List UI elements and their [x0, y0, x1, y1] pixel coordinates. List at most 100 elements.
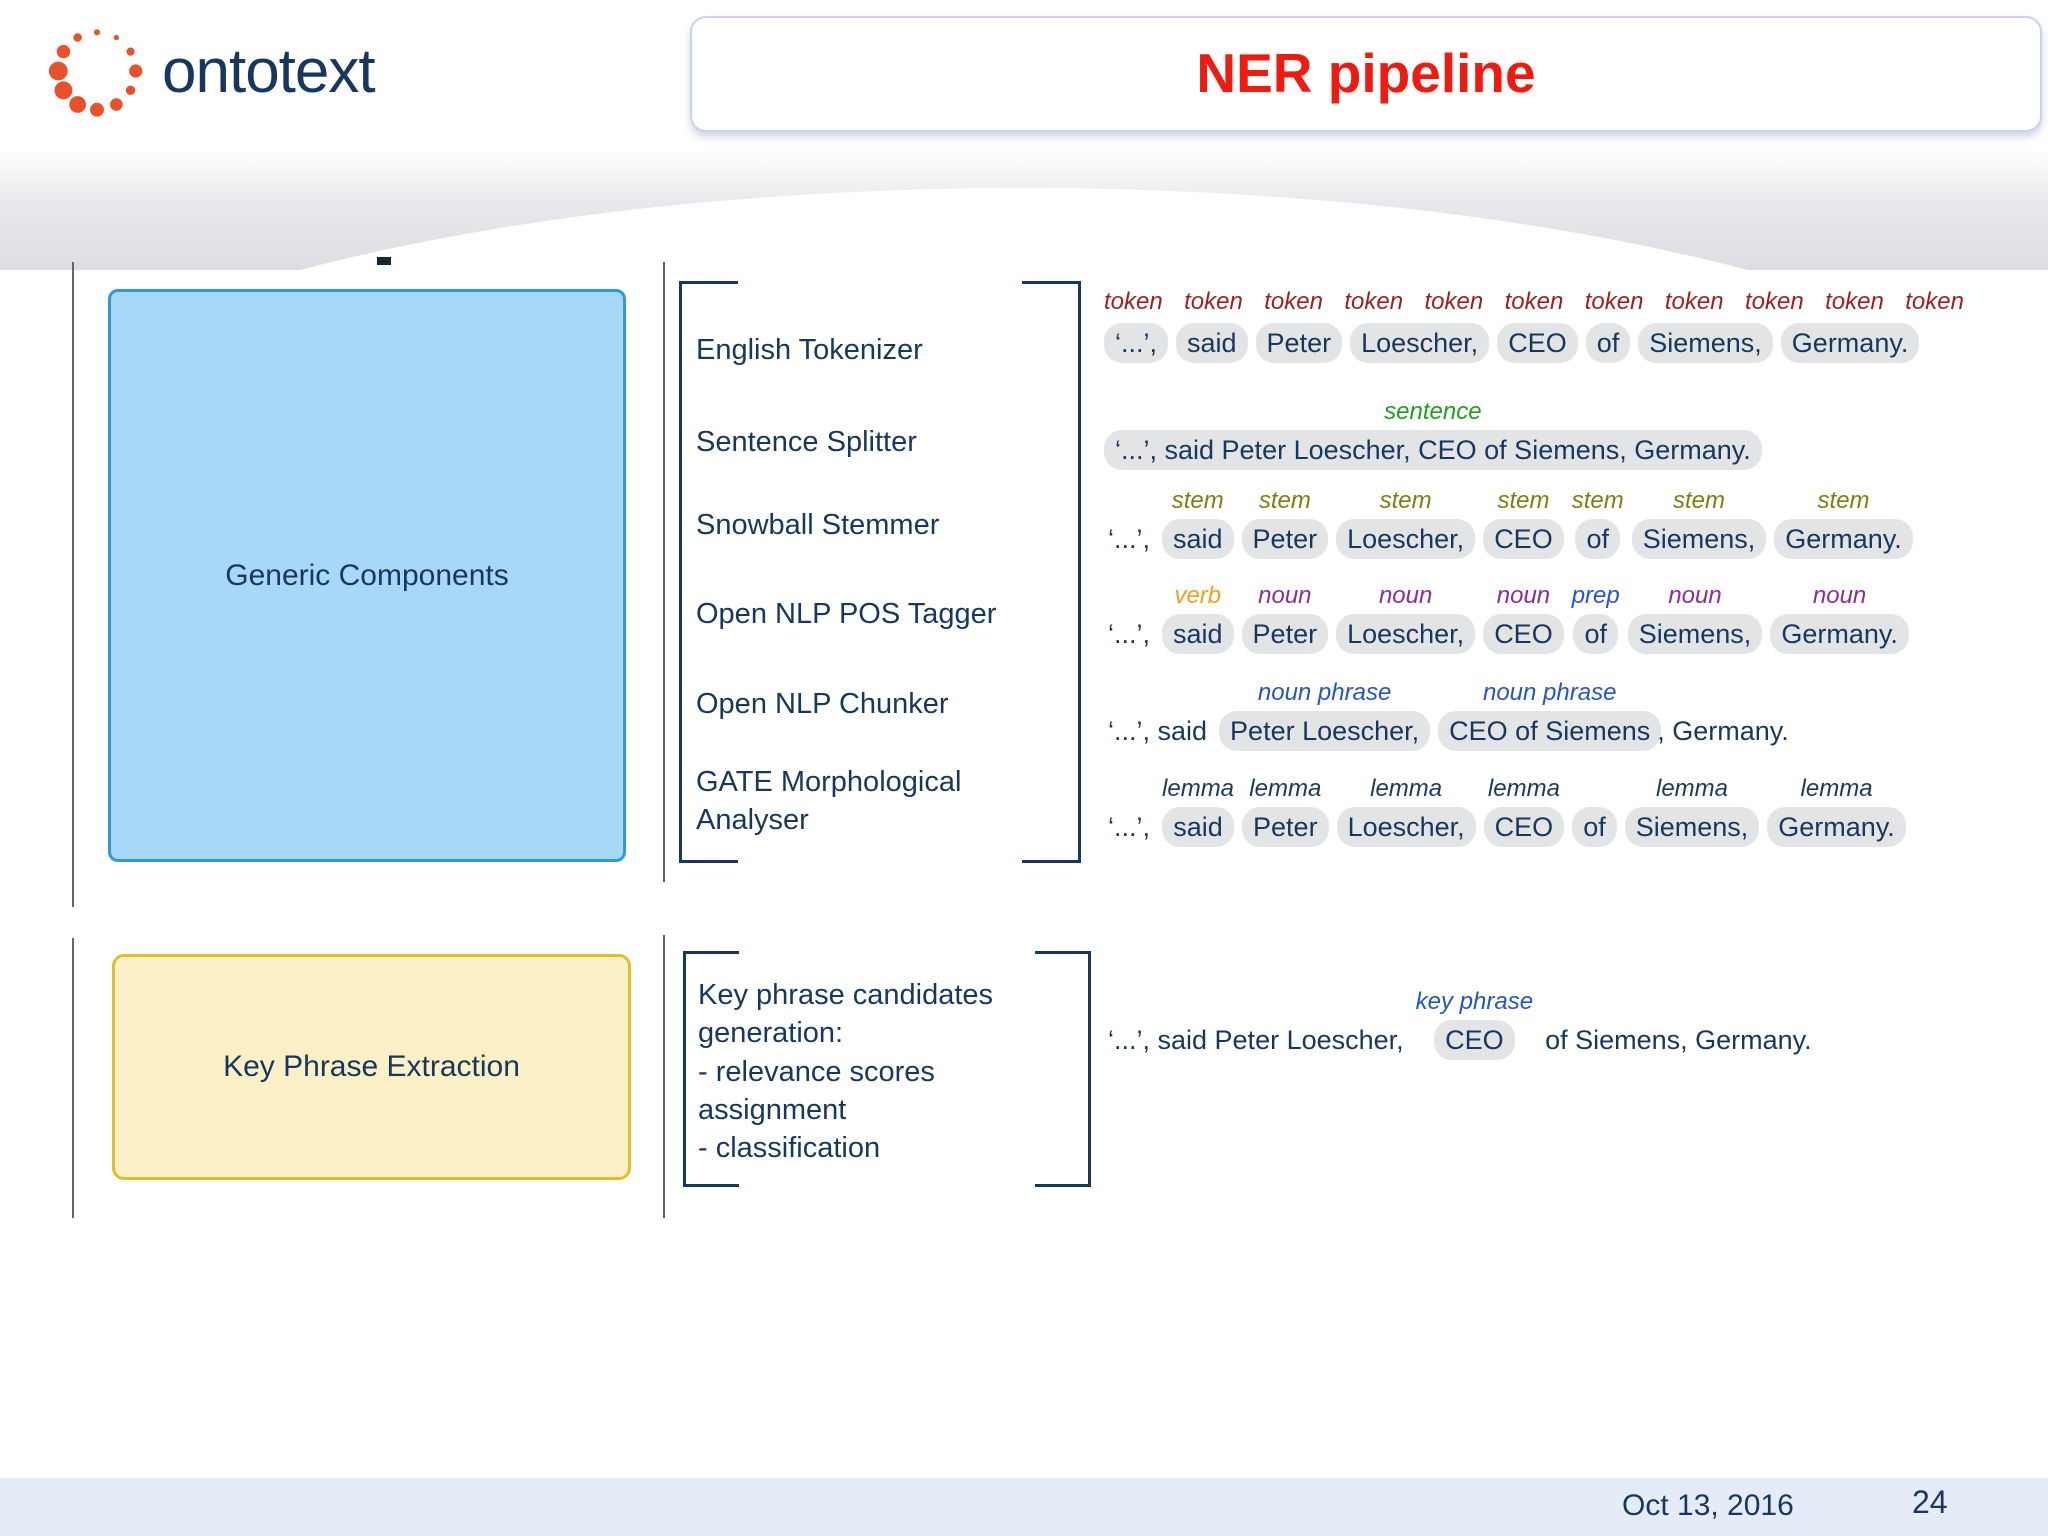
bracket-left	[679, 281, 738, 863]
bracket-right	[1035, 951, 1091, 1187]
footer-bar	[0, 1478, 2048, 1536]
sentence-unit: , Germany.	[1653, 711, 1793, 752]
annotation-label: stem	[1171, 487, 1224, 514]
sentence-word: ‘...’,	[1108, 811, 1151, 842]
sentence-unit: Peter	[1255, 322, 1343, 364]
annotation-label: noun	[1668, 582, 1722, 609]
annotation-label: lemma	[1800, 775, 1873, 802]
title-box: NER pipeline	[690, 16, 2042, 132]
sentence-unit: Germany.	[1780, 322, 1920, 364]
component-item: Sentence Splitter	[696, 426, 917, 458]
component-item: English Tokenizer	[696, 334, 923, 366]
annotation-label: noun	[1496, 582, 1551, 609]
bracket-left	[683, 951, 739, 1187]
annotation-label: token	[1664, 288, 1724, 315]
annotation-label: noun	[1258, 582, 1312, 609]
key-phrase-extraction-box: Key Phrase Extraction	[112, 954, 631, 1180]
sentence-word-highlighted: Peter Loescher,	[1219, 710, 1431, 752]
sentence-word: ‘...’,	[1108, 618, 1151, 649]
sentence-word-highlighted: of	[1572, 806, 1617, 848]
sentence-unit: said	[1176, 322, 1248, 364]
logo-wordmark: ontotext	[162, 36, 376, 106]
key-phrase-description-line: - classification	[698, 1132, 881, 1165]
sentence-unit: ‘...’, said Peter Loescher,	[1104, 1020, 1408, 1061]
annotation-label: stem	[1258, 487, 1311, 514]
sentence-word-highlighted: Peter	[1242, 806, 1329, 848]
sentence-word-highlighted: Germany.	[1774, 518, 1913, 560]
annotation-label: token	[1424, 288, 1484, 315]
annotation-label: key phrase	[1415, 988, 1534, 1015]
page-title: NER pipeline	[1196, 42, 1536, 104]
generic-components-box: Generic Components	[108, 289, 626, 862]
sentence-word-highlighted: Germany.	[1770, 613, 1909, 655]
logo-dots-icon	[48, 29, 143, 117]
sentence-word-highlighted: ‘...’,	[1104, 322, 1169, 364]
sentence-word-highlighted: said	[1162, 613, 1234, 655]
annotation-row-sentence: sentence‘...’, said Peter Loescher, CEO …	[1104, 398, 1762, 471]
annotation-label: lemma	[1370, 775, 1443, 802]
component-item: Snowball Stemmer	[696, 509, 940, 541]
sentence-word-highlighted: CEO	[1483, 613, 1564, 655]
page-number: 24	[1912, 1484, 1948, 1520]
annotation-label: token	[1264, 288, 1323, 315]
sentence-unit: ‘...’,	[1104, 519, 1154, 560]
token-label-row: token token token token token token token token…	[1104, 288, 1964, 317]
annotation-label: noun	[1812, 582, 1867, 609]
separator-line	[72, 262, 74, 907]
sentence-word-highlighted: CEO	[1434, 1019, 1515, 1061]
sentence-word-highlighted: Loescher,	[1336, 613, 1476, 655]
sentence-word: ‘...’, said	[1108, 715, 1208, 746]
sentence-unit: verb said	[1162, 582, 1234, 655]
annotation-label: token	[1825, 288, 1884, 315]
sentence-unit: ‘...’, said	[1104, 711, 1211, 752]
sentence-unit: ‘...’,	[1104, 322, 1169, 364]
sentence-word: , Germany.	[1657, 715, 1789, 746]
annotation-label: token	[1184, 288, 1243, 315]
sentence-word-highlighted: Peter	[1255, 322, 1343, 364]
separator-line	[663, 935, 665, 1218]
annotation-label: stem	[1672, 487, 1725, 514]
sentence-word-highlighted: Germany.	[1767, 806, 1906, 848]
bracket-right	[1022, 281, 1081, 863]
generic-components-label: Generic Components	[225, 558, 509, 592]
annotation-label: lemma	[1655, 775, 1728, 802]
sentence-word: ‘...’, said Peter Loescher,	[1108, 1024, 1404, 1055]
sentence-word-highlighted: Peter	[1241, 613, 1329, 655]
sentence-word: ‘...’,	[1108, 523, 1151, 554]
annotation-label: noun phrase	[1257, 679, 1392, 706]
sentence-word-highlighted: CEO of Siemens	[1438, 710, 1662, 752]
sentence-word-highlighted: Siemens,	[1624, 806, 1760, 848]
annotation-label: verb	[1174, 582, 1222, 609]
annotation-label: token	[1104, 288, 1163, 315]
sentence-word-highlighted: Peter	[1241, 518, 1329, 560]
sentence-word-highlighted: of	[1585, 322, 1631, 364]
annotation-row-tokens: token token token token token token token token…	[1104, 288, 1964, 364]
sentence-word-highlighted: CEO	[1497, 322, 1578, 364]
sentence-word: of Siemens, Germany.	[1545, 1024, 1812, 1055]
annotation-label: token	[1584, 288, 1644, 315]
sentence-word-highlighted: of	[1573, 613, 1618, 655]
separator-line	[663, 262, 665, 882]
sentence-unit: of	[1585, 322, 1631, 364]
annotation-label: lemma	[1249, 775, 1322, 802]
annotation-label: token	[1905, 288, 1964, 315]
